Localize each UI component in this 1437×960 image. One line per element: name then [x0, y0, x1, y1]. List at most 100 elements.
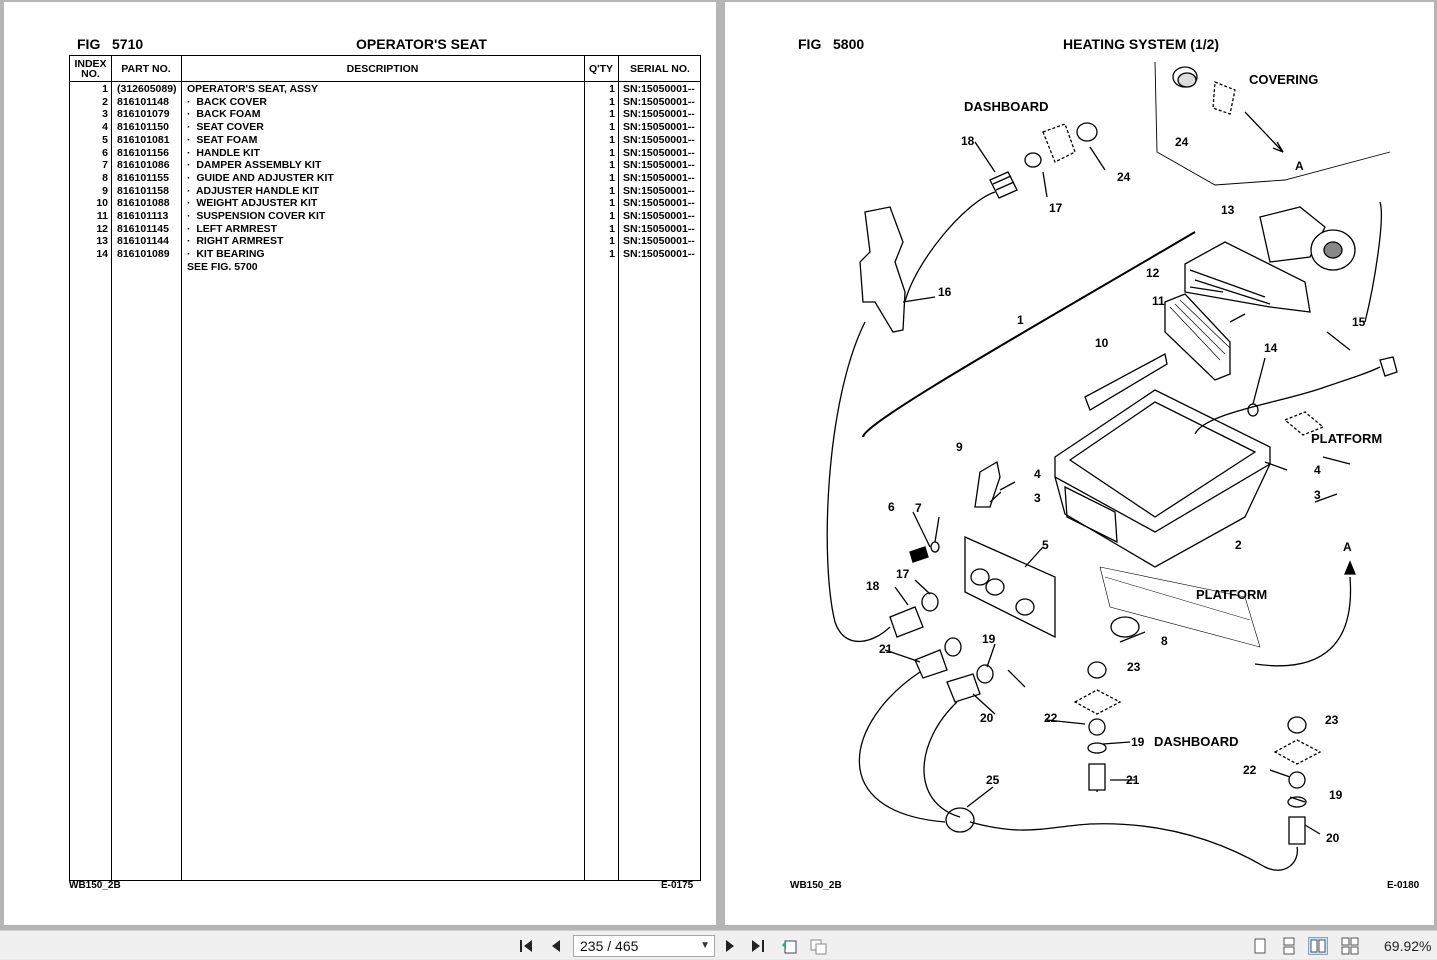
cell-serial: SN:15050001-- [623, 184, 695, 197]
callout-3a: 3 [1034, 491, 1041, 505]
cell-part-no: 816101081 [117, 133, 170, 146]
rotate-icon[interactable] [779, 936, 799, 956]
cell-serial: SN:15050001-- [623, 159, 695, 172]
cell-description: · BACK FOAM [187, 108, 261, 121]
page-title: HEATING SYSTEM (1/2) [1063, 36, 1220, 52]
label-platform-center: PLATFORM [1196, 587, 1267, 602]
cell-qty: 1 [609, 133, 615, 146]
callout-14: 14 [1264, 341, 1278, 355]
page-number-select[interactable]: 235 / 465 ▼ [573, 935, 715, 957]
footer-left: WB150_2B [790, 880, 842, 891]
single-page-view-icon[interactable] [1250, 937, 1270, 955]
zoom-level[interactable]: 69.92% [1384, 938, 1432, 954]
page-title: OPERATOR'S SEAT [356, 36, 487, 52]
callout-4a: 4 [1034, 467, 1041, 481]
cell-index: 7 [102, 159, 108, 172]
callout-25: 25 [986, 773, 1000, 787]
cell-description: OPERATOR'S SEAT, ASSY [187, 83, 319, 95]
cell-index: 6 [102, 146, 108, 159]
cell-qty: 1 [609, 159, 615, 172]
snapshot-icon[interactable] [808, 936, 828, 956]
cell-qty: 1 [609, 248, 615, 261]
cell-part-no: 816101148 [117, 95, 169, 108]
cell-qty: 1 [609, 184, 615, 197]
cell-description: · RIGHT ARMREST [187, 235, 284, 248]
cell-part-no: 816101155 [117, 171, 169, 184]
header-part-no: PART NO. [121, 62, 171, 75]
cell-serial: SN:15050001-- [623, 197, 695, 210]
callout-12: 12 [1146, 266, 1160, 280]
footer-right: E-0180 [1387, 880, 1420, 891]
callout-22b: 22 [1243, 763, 1257, 777]
cell-description: · SUSPENSION COVER KIT [187, 210, 326, 222]
callout-13: 13 [1221, 203, 1235, 217]
cell-part-no: 816101089 [117, 248, 170, 261]
callout-22a: 22 [1044, 711, 1058, 725]
label-covering: COVERING [1249, 72, 1318, 87]
next-page-icon[interactable] [720, 936, 740, 956]
header-index: INDEX NO. [74, 57, 107, 80]
callout-10: 10 [1095, 336, 1109, 350]
callout-4b: 4 [1314, 463, 1321, 477]
cell-qty: 1 [609, 222, 615, 235]
cell-part-no: 816101150 [117, 121, 169, 134]
label-dashboard-bottom: DASHBOARD [1154, 734, 1239, 749]
two-page-continuous-view-icon[interactable] [1340, 937, 1360, 955]
cell-index: 3 [102, 108, 108, 121]
callout-1: 1 [1017, 313, 1024, 327]
label-arrow-a-right: A [1343, 540, 1352, 554]
cell-description: · LEFT ARMREST [187, 222, 278, 235]
continuous-view-icon[interactable] [1279, 937, 1299, 955]
cell-serial: SN:15050001-- [623, 146, 695, 159]
cell-part-no: 816101113 [117, 210, 169, 222]
header-description: DESCRIPTION [346, 62, 419, 75]
left-page: FIG 5710 OPERATOR'S SEAT INDEX NO. PART … [4, 2, 716, 925]
parts-table: INDEX NO. PART NO. DESCRIPTION Q'TY SERI… [69, 55, 701, 881]
cell-index: 1 [102, 83, 108, 95]
cell-serial: SN:15050001-- [623, 121, 695, 134]
callout-18b: 18 [866, 579, 880, 593]
document-viewport[interactable]: FIG 5710 OPERATOR'S SEAT INDEX NO. PART … [0, 0, 1437, 930]
callout-19c: 19 [1329, 788, 1343, 802]
callout-3b: 3 [1314, 488, 1321, 502]
cell-index: 11 [96, 210, 108, 222]
bottom-toolbar: 235 / 465 ▼ 69.92% [0, 930, 1437, 959]
cell-qty: 1 [609, 121, 615, 134]
callout-9: 9 [956, 440, 963, 454]
fig-label: FIG 5710 [77, 36, 144, 52]
callout-19a: 19 [982, 632, 996, 646]
cell-qty: 1 [609, 83, 615, 95]
cell-index: 14 [96, 248, 108, 261]
cell-part-no: 816101088 [117, 197, 170, 210]
two-page-view-icon[interactable] [1308, 937, 1328, 955]
callout-24b: 24 [1117, 170, 1131, 184]
cell-index: 4 [102, 121, 108, 134]
callout-11: 11 [1152, 294, 1165, 308]
fig-number: 5710 [112, 36, 144, 52]
fig-label: FIG 5800 [798, 36, 865, 52]
cell-part-no: 816101086 [117, 159, 170, 172]
callout-23a: 23 [1127, 660, 1141, 674]
cell-description: · BACK COVER [187, 95, 267, 108]
callout-17b: 17 [896, 567, 910, 581]
cell-index: 2 [102, 95, 108, 108]
first-page-icon[interactable] [516, 936, 536, 956]
page-indicator: 235 / 465 [580, 938, 639, 954]
callout-24a: 24 [1175, 135, 1189, 149]
callout-23b: 23 [1325, 713, 1339, 727]
cell-qty: 1 [609, 171, 615, 184]
cell-part-no: 816101158 [117, 184, 169, 197]
cell-index: 10 [96, 197, 108, 210]
header-qty: Q'TY [588, 62, 614, 75]
last-page-icon[interactable] [748, 936, 768, 956]
previous-page-icon[interactable] [546, 936, 566, 956]
cell-description: · KIT BEARING [187, 248, 265, 261]
